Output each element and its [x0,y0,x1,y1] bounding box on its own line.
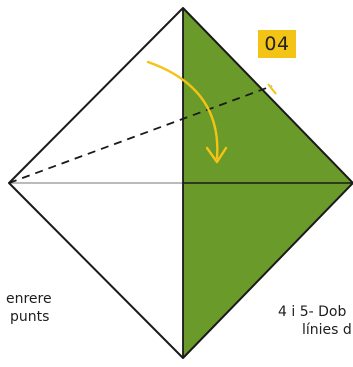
caption-left-line-2: punts [10,309,50,325]
caption-right-line-1: 4 i 5- Dob [278,304,347,320]
fold-end-marker [267,83,277,95]
step-number-badge: 04 [258,30,296,58]
valley-fold-dashed-line [8,85,273,184]
curved-arrow-down-icon [146,60,219,160]
caption-right: 4 i 5- Dob línies d [278,303,353,339]
caption-left: enrere punts [6,290,66,326]
arrow-head [205,146,228,164]
paper-outline [8,7,353,359]
caption-right-line-2: línies d [302,322,352,338]
caption-left-line-1: enrere [6,291,52,307]
